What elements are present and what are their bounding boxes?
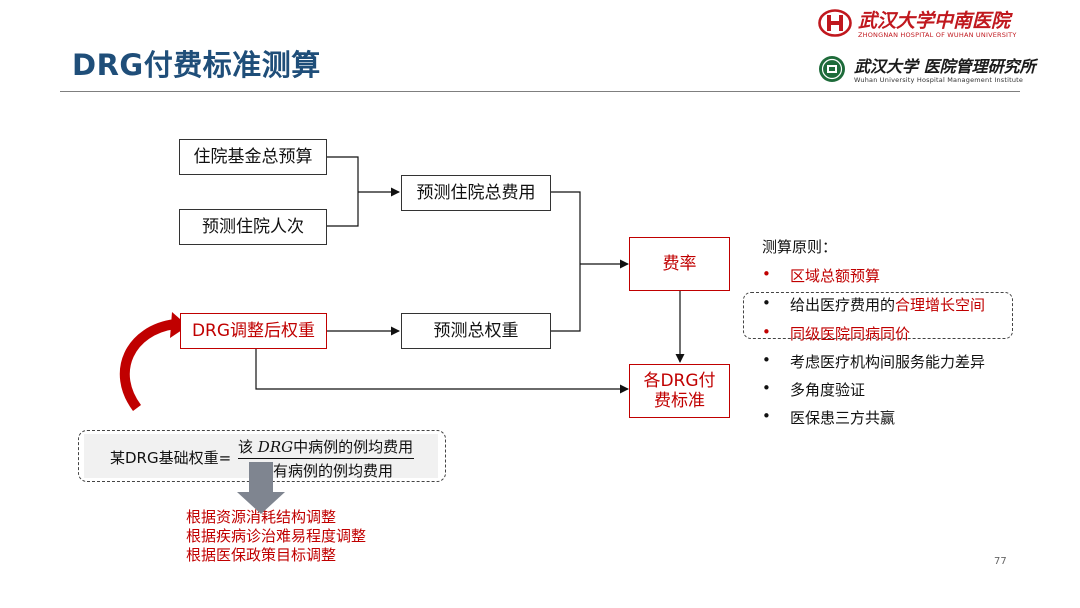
university-seal-icon [819,56,845,82]
bullet: • [762,265,771,283]
rate-box: 费率 [629,237,730,291]
bullet: • [762,294,771,312]
admissions-box: 预测住院人次 [179,209,327,245]
hospital-h-logo-icon [818,9,852,37]
formula-lhs: 某DRG基础权重= [110,449,232,467]
principle-text: 考虑医疗机构间服务能力差异 [790,353,986,371]
drg-adjusted-weight-box: DRG调整后权重 [180,313,327,349]
adjustment-item: 根据疾病诊治难易程度调整 [186,527,367,545]
bullet: • [762,407,771,425]
total-cost-box: 预测住院总费用 [401,175,551,211]
formula-numerator: 该 DRG中病例的例均费用 [238,436,413,457]
drg-payment-standard-box: 各DRG付 费标准 [629,364,730,418]
formula-denominator: 所有病例的例均费用 [258,462,394,480]
total-weight-box: 预测总权重 [401,313,551,349]
zhongnan-hospital-logo: 武汉大学中南医院 ZHONGNAN HOSPITAL OF WUHAN UNIV… [818,6,1023,42]
page-number: 77 [994,556,1007,567]
bullet: • [762,323,771,341]
curved-red-arrow-icon [119,319,176,411]
standard-line-2: 费标准 [654,391,705,411]
adjustment-item: 根据资源消耗结构调整 [186,508,337,526]
hospital-name-cn: 武汉大学中南医院 [858,10,1011,32]
principle-text: 给出医疗费用的 [790,296,896,314]
standard-line-1: 各DRG付 [643,370,716,391]
principle-text: 区域总额预算 [790,267,881,285]
principle-text: 多角度验证 [790,381,866,399]
numerator-variable: DRG [257,438,294,456]
hospital-name-en: ZHONGNAN HOSPITAL OF WUHAN UNIVERSITY [858,31,1017,39]
arrow-weight-to-standard [255,348,629,394]
principle-text: 同级医院同病同价 [790,325,911,343]
principle-highlight: 合理增长空间 [895,296,986,314]
institute-name-en: Wuhan University Hospital Management Ins… [854,76,1024,84]
principles-heading: 测算原则： [762,238,838,256]
page-title: DRG付费标准测算 [72,48,321,82]
institute-name-cn: 武汉大学 医院管理研究所 [854,57,1036,76]
connector-budget-admissions [327,156,359,227]
wuhan-university-institute-logo: 武汉大学 医院管理研究所 Wuhan University Hospital M… [818,50,1036,90]
bullet: • [762,351,771,369]
connector-cost-weight [551,191,581,332]
numerator-suffix: 中病例的例均费用 [293,438,414,456]
principle-text: 医保患三方共赢 [790,409,896,427]
adjustment-item: 根据医保政策目标调整 [186,546,337,564]
curved-red-arrowhead-icon [170,312,188,338]
fraction-bar [238,458,414,459]
bullet: • [762,379,771,397]
budget-box: 住院基金总预算 [179,139,327,175]
highlight-dashed-frame [743,292,1013,339]
title-divider [60,91,1020,92]
numerator-prefix: 该 [238,438,254,456]
